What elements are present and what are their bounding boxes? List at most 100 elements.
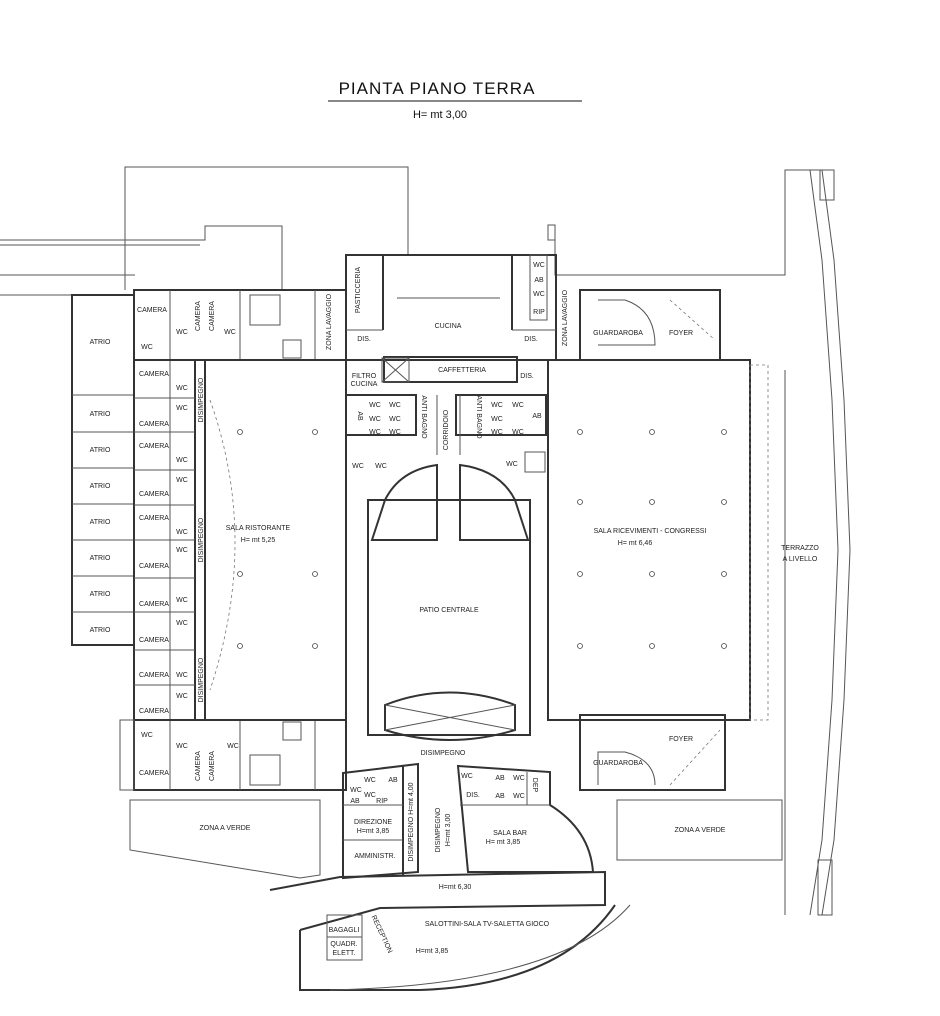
svg-text:WC: WC xyxy=(141,344,153,351)
svg-text:ELETT.: ELETT. xyxy=(333,950,356,957)
svg-text:AMMINISTR.: AMMINISTR. xyxy=(354,853,395,860)
svg-text:CAMERA: CAMERA xyxy=(195,751,202,781)
svg-text:DISIMPEGNO: DISIMPEGNO xyxy=(198,377,205,422)
foyers: GUARDAROBA FOYER FOYER GUARDAROBA xyxy=(579,289,726,791)
svg-text:CAMERA: CAMERA xyxy=(139,601,169,608)
svg-text:H= mt 3,85: H= mt 3,85 xyxy=(486,839,521,846)
svg-text:ZONA LAVAGGIO: ZONA LAVAGGIO xyxy=(326,293,333,350)
svg-text:H=mt 3,00: H=mt 3,00 xyxy=(445,814,452,847)
svg-text:ZONA A VERDE: ZONA A VERDE xyxy=(675,827,726,834)
svg-text:CAMERA: CAMERA xyxy=(139,491,169,498)
left-wing xyxy=(119,289,347,791)
svg-text:WC: WC xyxy=(513,775,525,782)
svg-text:CAMERA: CAMERA xyxy=(139,443,169,450)
svg-text:CUCINA: CUCINA xyxy=(351,381,378,388)
svg-text:WC: WC xyxy=(350,787,362,794)
plan-height: H= mt 3,00 xyxy=(413,109,467,121)
svg-text:CAMERA: CAMERA xyxy=(139,515,169,522)
svg-text:WC: WC xyxy=(176,743,188,750)
svg-text:BAGAGLI: BAGAGLI xyxy=(329,927,360,934)
svg-text:CAMERA: CAMERA xyxy=(139,708,169,715)
sala-ristorante: SALA RISTORANTE H= mt 5,25 xyxy=(204,359,347,721)
svg-text:SALA RISTORANTE: SALA RISTORANTE xyxy=(226,525,291,532)
svg-text:WC: WC xyxy=(352,463,364,470)
svg-text:SALA BAR: SALA BAR xyxy=(493,830,527,837)
svg-text:AB: AB xyxy=(350,798,360,805)
svg-text:QUADR.: QUADR. xyxy=(330,941,357,948)
svg-text:WC: WC xyxy=(176,405,188,412)
svg-text:WC: WC xyxy=(513,793,525,800)
svg-text:WC: WC xyxy=(389,429,401,436)
green-zones: ZONA A VERDE ZONA A VERDE xyxy=(129,799,783,879)
svg-text:CAMERA: CAMERA xyxy=(139,637,169,644)
svg-text:AB: AB xyxy=(495,793,505,800)
svg-text:WC: WC xyxy=(389,402,401,409)
svg-text:CAMERA: CAMERA xyxy=(195,301,202,331)
atrio-labels: ATRIO ATRIO ATRIO ATRIO ATRIO ATRIO ATRI… xyxy=(90,339,111,634)
svg-text:WC: WC xyxy=(227,743,239,750)
svg-text:ATRIO: ATRIO xyxy=(90,339,111,346)
svg-text:H=mt 3,85: H=mt 3,85 xyxy=(416,948,449,955)
svg-text:CUCINA: CUCINA xyxy=(435,323,462,330)
svg-text:ANTI BAGNO: ANTI BAGNO xyxy=(475,395,482,439)
svg-text:DISIMPEGNO H=mt 4,00: DISIMPEGNO H=mt 4,00 xyxy=(408,782,415,861)
svg-text:WC: WC xyxy=(533,262,545,269)
svg-text:WC: WC xyxy=(512,402,524,409)
svg-text:WC: WC xyxy=(389,416,401,423)
svg-text:CAMERA: CAMERA xyxy=(137,307,167,314)
svg-text:DIS.: DIS. xyxy=(524,336,538,343)
svg-text:CAMERA: CAMERA xyxy=(209,301,216,331)
svg-text:TERRAZZO: TERRAZZO xyxy=(781,545,819,552)
svg-text:CAMERA: CAMERA xyxy=(139,672,169,679)
svg-text:AB: AB xyxy=(532,413,542,420)
svg-text:ZONA LAVAGGIO: ZONA LAVAGGIO xyxy=(562,289,569,346)
svg-text:CAMERA: CAMERA xyxy=(139,563,169,570)
svg-text:CAMERA: CAMERA xyxy=(209,751,216,781)
svg-text:WC: WC xyxy=(375,463,387,470)
svg-text:WC: WC xyxy=(176,529,188,536)
svg-text:AB: AB xyxy=(534,277,544,284)
svg-text:WC: WC xyxy=(176,547,188,554)
svg-text:WC: WC xyxy=(176,477,188,484)
svg-text:FILTRO: FILTRO xyxy=(352,373,377,380)
bottom-block: WC WC WC AB AB RIP DIREZIONE H=mt 3,85 A… xyxy=(269,762,631,991)
svg-text:WC: WC xyxy=(369,416,381,423)
svg-text:DIS.: DIS. xyxy=(520,373,534,380)
svg-text:CAMERA: CAMERA xyxy=(139,421,169,428)
svg-text:WC: WC xyxy=(176,620,188,627)
svg-text:CORRIDOIO: CORRIDOIO xyxy=(443,409,450,450)
svg-text:FOYER: FOYER xyxy=(669,736,693,743)
svg-text:WC: WC xyxy=(491,416,503,423)
svg-text:ATRIO: ATRIO xyxy=(90,411,111,418)
sala-ricevimenti: SALA RICEVIMENTI - CONGRESSI H= mt 6,46 … xyxy=(547,359,819,721)
svg-text:DIREZIONE: DIREZIONE xyxy=(354,819,392,826)
svg-text:RIP: RIP xyxy=(376,798,388,805)
svg-text:WC: WC xyxy=(176,693,188,700)
svg-text:PATIO CENTRALE: PATIO CENTRALE xyxy=(419,607,479,614)
svg-text:ANTI BAGNO: ANTI BAGNO xyxy=(420,395,427,439)
svg-text:PASTICCERIA: PASTICCERIA xyxy=(355,267,362,313)
svg-text:WC: WC xyxy=(141,732,153,739)
svg-text:WC: WC xyxy=(364,777,376,784)
svg-text:H=mt 6,30: H=mt 6,30 xyxy=(439,884,472,891)
svg-text:WC: WC xyxy=(491,429,503,436)
svg-text:WC: WC xyxy=(176,385,188,392)
svg-text:DISIMPEGNO: DISIMPEGNO xyxy=(435,807,442,852)
svg-text:RECEPTION: RECEPTION xyxy=(370,914,394,954)
svg-text:H=mt 3,85: H=mt 3,85 xyxy=(357,828,390,835)
plan-title: PIANTA PIANO TERRA xyxy=(339,79,536,98)
svg-text:DIS.: DIS. xyxy=(357,336,371,343)
svg-text:DISIMPEGNO: DISIMPEGNO xyxy=(421,750,466,757)
svg-text:A LIVELLO: A LIVELLO xyxy=(783,556,818,563)
svg-text:DIS.: DIS. xyxy=(466,792,480,799)
svg-text:ATRIO: ATRIO xyxy=(90,483,111,490)
svg-text:WC: WC xyxy=(461,773,473,780)
svg-text:DISIMPEGNO: DISIMPEGNO xyxy=(198,517,205,562)
svg-text:ATRIO: ATRIO xyxy=(90,447,111,454)
svg-text:AB: AB xyxy=(388,777,398,784)
svg-text:ATRIO: ATRIO xyxy=(90,627,111,634)
svg-text:WC: WC xyxy=(506,461,518,468)
svg-text:CAMERA: CAMERA xyxy=(139,770,169,777)
svg-text:WC: WC xyxy=(369,402,381,409)
